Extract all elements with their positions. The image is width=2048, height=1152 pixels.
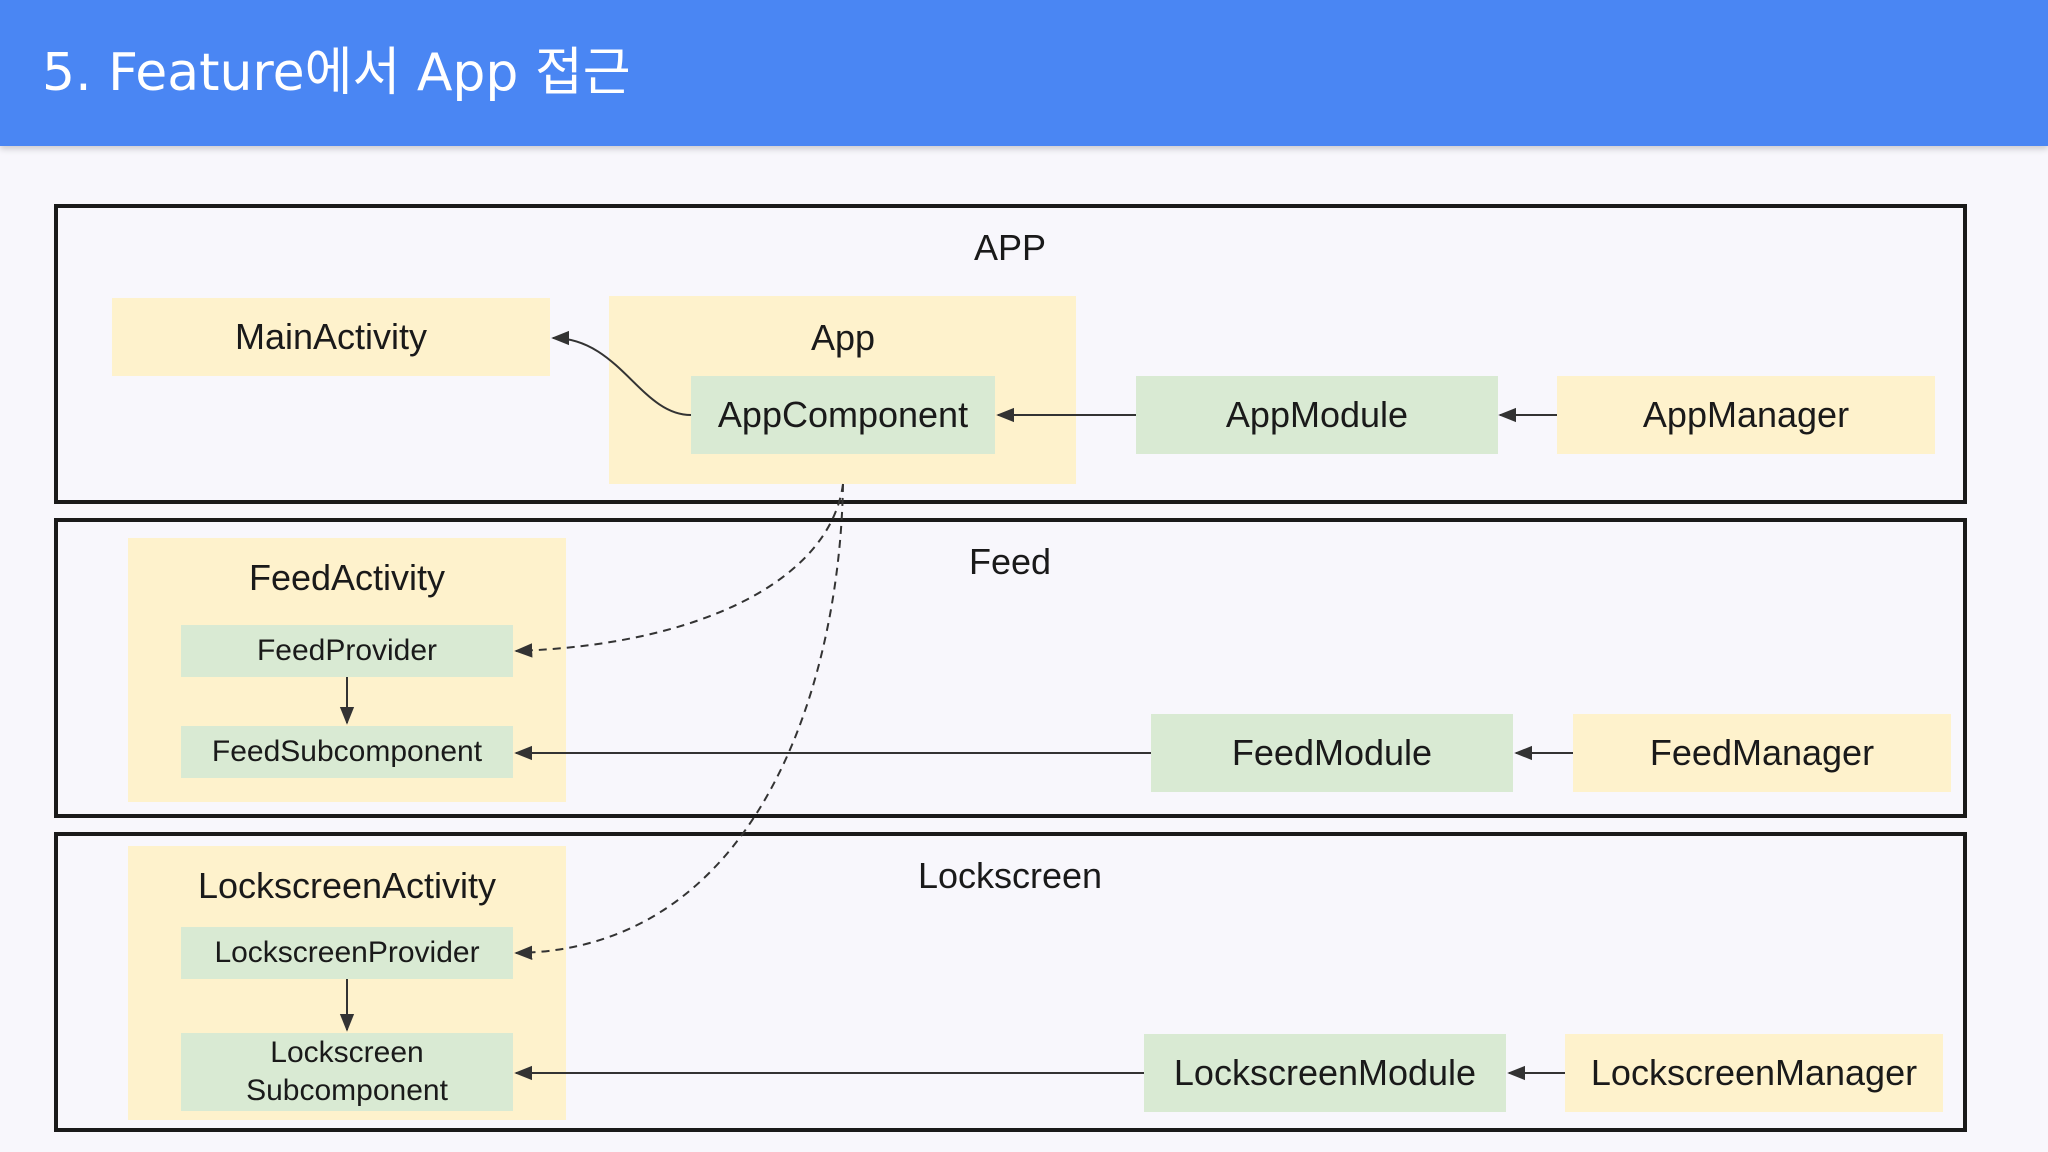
app-node-title: App bbox=[810, 317, 876, 358]
feed-module-node: FeedModule bbox=[1151, 714, 1513, 792]
lockscreen-section-label: Lockscreen bbox=[917, 855, 1103, 896]
lockscreen-manager-node: LockscreenManager bbox=[1565, 1034, 1943, 1112]
feed-manager-node: FeedManager bbox=[1573, 714, 1951, 792]
app-component-node: AppComponent bbox=[691, 376, 995, 454]
app-section-label: APP bbox=[973, 227, 1047, 268]
lockscreen-subcomponent-line1: Lockscreen bbox=[270, 1036, 424, 1069]
app-module-node: AppModule bbox=[1136, 376, 1498, 454]
edge-appcomponent-to-mainactivity bbox=[551, 330, 692, 416]
main-activity-node: MainActivity bbox=[112, 298, 550, 376]
lockscreen-section bbox=[54, 832, 1967, 1132]
app-manager-node: AppManager bbox=[1557, 376, 1935, 454]
lockscreen-subcomponent-line2: Subcomponent bbox=[246, 1074, 448, 1107]
edge-appcomponent-to-feedprovider bbox=[514, 483, 844, 658]
app-section bbox=[54, 204, 1967, 504]
feed-section-label: Feed bbox=[968, 541, 1052, 582]
feed-activity-title: FeedActivity bbox=[248, 557, 446, 598]
feed-provider-node: FeedProvider bbox=[181, 625, 513, 677]
feed-section bbox=[54, 518, 1967, 818]
edge-appcomponent-to-lockscreenprovider bbox=[514, 483, 844, 960]
slide-title: 5. Feature에서 App 접근 bbox=[42, 43, 631, 103]
header-bar: 5. Feature에서 App 접근 bbox=[0, 0, 2048, 146]
lockscreen-provider-node: LockscreenProvider bbox=[181, 927, 513, 979]
lockscreen-subcomponent-node: Lockscreen Subcomponent bbox=[181, 1033, 513, 1111]
feed-subcomponent-node: FeedSubcomponent bbox=[181, 726, 513, 778]
lockscreen-activity-title: LockscreenActivity bbox=[197, 865, 497, 906]
lockscreen-module-node: LockscreenModule bbox=[1144, 1034, 1506, 1112]
